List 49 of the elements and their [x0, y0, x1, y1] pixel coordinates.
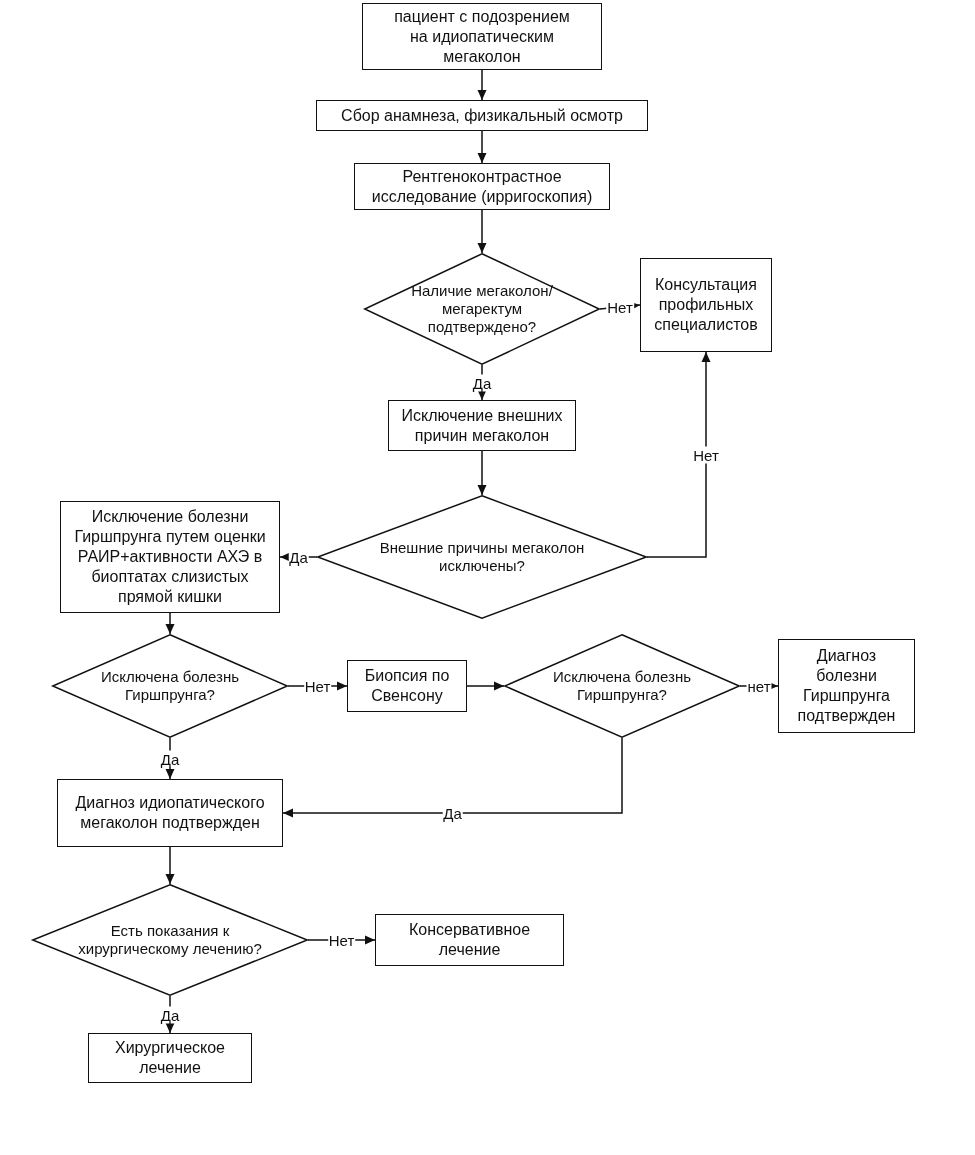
- process-box: [640, 258, 772, 352]
- arrow: [466, 681, 505, 691]
- arrow: [165, 737, 175, 780]
- arrow: [165, 995, 175, 1034]
- edge-label: Нет: [692, 446, 720, 463]
- process-box: [57, 779, 283, 847]
- node-text: Исключена болезнь Гиршпрунга?: [552, 668, 692, 704]
- node-text: Исключение внешних причин мегаколон: [400, 405, 564, 446]
- edge-label: Да: [159, 750, 181, 767]
- decision-diamond: [32, 884, 308, 996]
- node-text: Хирургическое лечение: [114, 1038, 226, 1078]
- node-text: Сбор анамнеза, физикальный осмотр: [341, 105, 623, 126]
- decision-diamond: [504, 634, 740, 738]
- node-text: Есть показания к хирургическому лечению?: [77, 922, 263, 958]
- edge-label: Нет: [606, 298, 634, 316]
- node-text: Биопсия по Свенсону: [363, 666, 451, 706]
- process-box: [778, 639, 915, 733]
- process-box: [375, 914, 564, 966]
- arrow: [477, 69, 487, 101]
- node-text: Исключение болезни Гиршпрунга путем оценки РАИР+активности АХЭ в биоптатах слизистых прямой кишки: [73, 507, 267, 607]
- process-box: [88, 1033, 252, 1083]
- arrow: [165, 846, 175, 885]
- arrow: [646, 351, 711, 558]
- arrow: [477, 130, 487, 164]
- process-box: [388, 400, 576, 451]
- node-text: Консультация профильных специалистов: [653, 275, 759, 335]
- arrow: [477, 450, 487, 496]
- process-box: [347, 660, 467, 712]
- node-text: Диагноз идиопатического мегаколон подтвержден: [74, 793, 266, 833]
- decision-diamond: [364, 253, 600, 365]
- decision-diamond: [52, 634, 288, 738]
- arrow: [282, 737, 623, 818]
- node-text: Наличие мегаколон/мегаректум подтверждено?: [410, 282, 554, 336]
- process-box: [60, 501, 280, 613]
- decision-diamond: [317, 495, 647, 619]
- edge-label: Да: [471, 374, 493, 391]
- node-text: Консервативное лечение: [407, 920, 532, 960]
- process-box: [354, 163, 610, 210]
- node-text: пациент с подозрением на идиопатическим мегаколон: [393, 6, 571, 67]
- node-text: Диагноз болезни Гиршпрунга подтвержден: [796, 646, 897, 726]
- arrow: [477, 364, 487, 401]
- process-box: [362, 3, 602, 70]
- edge-label: Да: [159, 1006, 181, 1023]
- node-text: Исключена болезнь Гиршпрунга?: [100, 668, 240, 704]
- node-text: Рентгеноконтрастное исследование (ирригоскопия): [370, 166, 594, 207]
- process-box: [316, 100, 648, 131]
- node-text: Внешние причины мегаколон исключены?: [378, 539, 586, 575]
- arrow: [477, 209, 487, 254]
- arrow: [165, 612, 175, 635]
